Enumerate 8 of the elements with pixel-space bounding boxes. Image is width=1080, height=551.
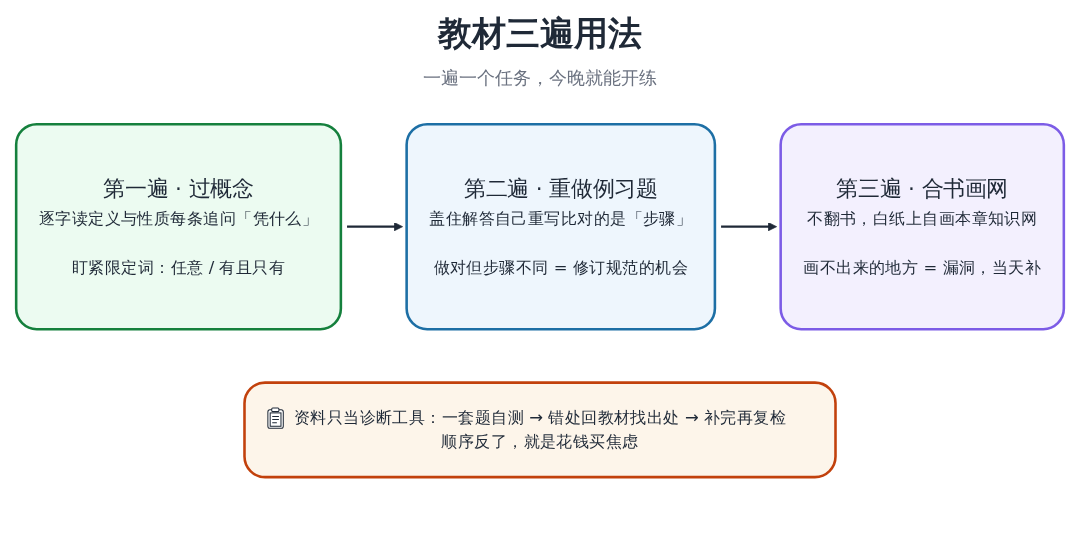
title: 教材三遍用法 bbox=[438, 12, 642, 54]
subtitle: 一遍一个任务，今晚就能开练 bbox=[423, 66, 657, 90]
node-box: 第三遍 · 合书画网 不翻书，白纸上自画本章知识网 画不出来的地方 = 漏洞，当天补 bbox=[779, 122, 1066, 331]
node-box: 第二遍 · 重做例习题 盖住解答自己重写比对的是「步骤」 做对但步骤不同 = 修订规范的机会 bbox=[405, 122, 717, 331]
arrow bbox=[347, 222, 403, 232]
arrow bbox=[721, 222, 777, 232]
node-box: 第一遍 · 过概念 逐字读定义与性质每条追问「凭什么」 盯紧限定词：任意 / 有且只有 bbox=[14, 122, 343, 331]
node-box: 资料只当诊断工具：一套题自测 → 错处回教材找出处 → 补完再复检 顺序反了，就是花钱买焦虑 bbox=[243, 381, 837, 479]
